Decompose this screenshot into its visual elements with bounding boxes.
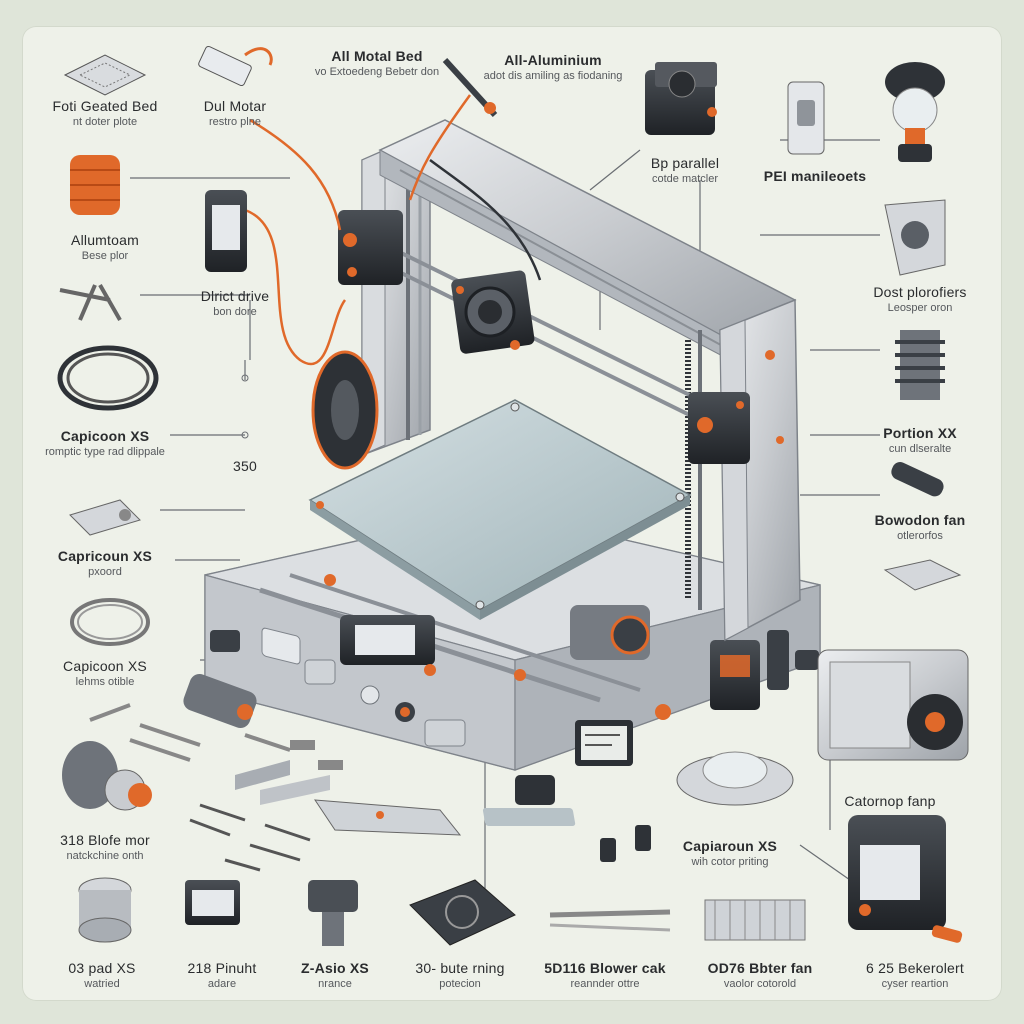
label-portion-xx: Portion XX cun dlseralte: [883, 425, 957, 456]
mainboard-part-icon: [314, 799, 576, 836]
label-capricorn-xs-2: Capricoun XS pxoord: [57, 548, 153, 579]
label-capricorn-xs-3: Capicoon XS lehms otible: [63, 658, 147, 689]
fan-box-part-icon: [645, 62, 717, 135]
label-capricorn-xs-4: Capiaroun XS wih cotor priting: [682, 838, 778, 869]
leader-dot: [241, 374, 249, 382]
label-motor-318: 318 Blofe mor natckchine onth: [60, 832, 150, 863]
cooling-fan-part-icon: [817, 649, 969, 761]
nozzle-bulb-part-icon: [885, 62, 945, 162]
fan-spool-part-icon: [62, 741, 152, 811]
heated-bed-part-icon: [63, 54, 147, 96]
cables: [244, 94, 542, 366]
switch-part-icon: [787, 81, 825, 155]
label-direct-drive: Dlrict drive bon dore: [200, 288, 270, 319]
label-bottom-5d: 5D116 Blower cak reannder ottre: [544, 960, 666, 991]
label-cooling-fan: Catornop fanp: [844, 793, 936, 809]
driver-chip-part-icon: [185, 880, 240, 925]
label-bottom-30: 30- bute rning potecion: [415, 960, 505, 991]
left-z-carriage: [338, 210, 403, 285]
rods-part-icon: [89, 703, 291, 762]
steel-coil-part-icon: [70, 598, 150, 646]
spool-holder-part-icon: [676, 751, 794, 806]
clip-part-icon: [883, 559, 962, 591]
leader-lines: [130, 139, 880, 890]
build-plate-part-icon: [409, 879, 516, 946]
right-z-carriage: [688, 392, 750, 464]
label-bottom-od: OD76 Bbter fan vaolor cotorold: [707, 960, 813, 991]
power-supply-part-icon: [848, 815, 963, 943]
label-heated-bed: Foti Geated Bed nt doter plote: [52, 98, 158, 129]
y-axis-under-bed: [259, 573, 650, 703]
label-capricorn-xs-1: Capicoon XS romptic type rad dlippale: [45, 428, 165, 459]
wire-coil-part-icon: [57, 345, 159, 411]
wrench-part-icon: [59, 284, 122, 321]
label-size-350: 350: [233, 458, 257, 474]
bearing-stack-part-icon: [78, 877, 132, 943]
pulley-part-icon: [183, 673, 257, 729]
label-dual-motor: Dul Motar restro plne: [203, 98, 267, 129]
leader-dot: [241, 431, 249, 439]
display-module-part-icon: [205, 190, 247, 272]
hinge-part-icon: [69, 499, 141, 536]
heatsink-part-icon: [895, 330, 945, 400]
label-bowden-fan: Bowodon fan otlerorfos: [874, 512, 966, 543]
z-axis-part-icon: [308, 880, 358, 946]
x-axis-rods: [384, 243, 721, 432]
coil-spring-part-icon: [70, 155, 120, 215]
label-z-axis: Z-Asio XS nrance: [301, 960, 369, 991]
label-aluminum-base: Allumtoam Bese plor: [71, 232, 139, 263]
bracket-part-icon: [884, 199, 946, 276]
dual-motor-part-icon: [198, 45, 273, 87]
hotend-carriage: [451, 270, 535, 354]
label-bottom-03: 03 pad XS watried: [68, 960, 136, 991]
probe-part-icon: [891, 462, 944, 497]
label-bottom-218: 218 Pinuht adare: [187, 960, 257, 991]
screws-part-icon: [189, 803, 311, 872]
hotend-tool-icon: [442, 57, 498, 118]
label-all-aluminium: All-Aluminium adot dis amiling as fiodan…: [483, 52, 623, 83]
label-all-metal-bed: All Motal Bed vo Extoedeng Bebetr don: [314, 48, 440, 79]
label-pei-manifests: PEI manileoets: [763, 168, 867, 184]
print-bed: [308, 399, 692, 620]
heatsink-block-part-icon: [704, 899, 806, 941]
filament-spool: [311, 350, 379, 470]
strip-parts-icon: [235, 740, 343, 805]
tweezers-part-icon: [549, 909, 671, 932]
label-bottom-625: 6 25 Bekerolert cyser reartion: [866, 960, 964, 991]
knobs-part-icon: [600, 825, 651, 862]
label-bp-parallel: Bp parallel cotde matcler: [650, 155, 720, 186]
label-dual-platform: Dost plorofiers Leosper oron: [873, 284, 967, 315]
